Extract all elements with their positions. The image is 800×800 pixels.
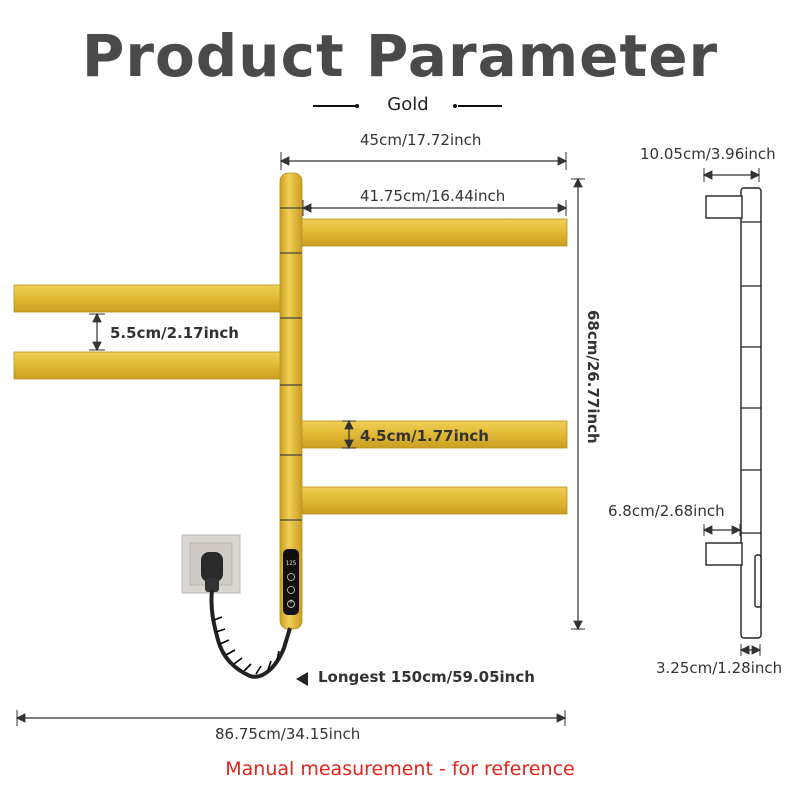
page-title: Product Parameter [81, 22, 719, 90]
right-arm-1 [299, 218, 568, 247]
label-total-height: 68cm/26.77inch [584, 310, 602, 444]
divider-right [458, 105, 502, 107]
footer-note: Manual measurement - for reference [225, 758, 575, 780]
control-display: 125 [286, 560, 297, 567]
label-cable-length: Longest 150cm/59.05inch [318, 668, 535, 686]
label-arm-length: 41.75cm/16.44inch [360, 187, 506, 205]
label-arm-gap: 5.5cm/2.17inch [110, 324, 239, 342]
label-total-depth: 45cm/17.72inch [360, 131, 482, 149]
left-arm-top [13, 284, 285, 313]
label-side-depth: 10.05cm/3.96inch [640, 145, 776, 163]
cable-pointer-icon [296, 672, 308, 686]
label-side-arm: 6.8cm/2.68inch [608, 502, 725, 520]
post-joints [280, 207, 302, 521]
left-arm-bottom [13, 351, 285, 380]
color-variant: Gold [0, 94, 800, 118]
side-view [705, 187, 762, 639]
right-arm-3 [299, 486, 568, 515]
mode-button-icon[interactable] [287, 586, 295, 594]
divider-dot-left [355, 104, 359, 108]
divider-left [313, 105, 359, 107]
power-cable [209, 589, 292, 679]
plug-icon [201, 552, 223, 592]
label-total-width: 86.75cm/34.15inch [215, 725, 361, 743]
divider-dot-right [453, 104, 457, 108]
label-side-post: 3.25cm/1.28inch [656, 659, 783, 677]
label-arm-height: 4.5cm/1.77inch [360, 427, 489, 445]
timer-button-icon[interactable] [287, 573, 295, 581]
control-panel [283, 549, 299, 615]
color-name: Gold [387, 94, 429, 115]
